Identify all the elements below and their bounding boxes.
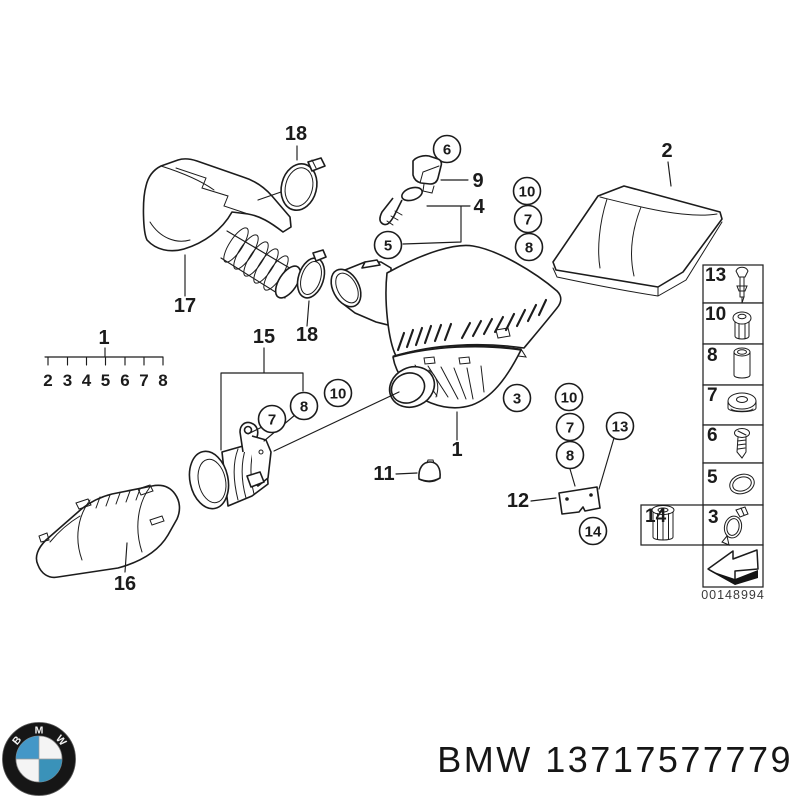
maf-group-label: 15 xyxy=(253,326,275,348)
panel-number: 13 xyxy=(705,265,726,286)
callout-number: 10 xyxy=(561,390,578,407)
vent-slots-left xyxy=(396,322,453,352)
direction-arrow-icon xyxy=(707,549,759,585)
callout-number: 5 xyxy=(384,238,392,255)
callout-number: 8 xyxy=(300,399,308,416)
fastener-panel: 13 10 8 7 6 5 3 14 xyxy=(640,264,765,602)
legend-item: 5 xyxy=(101,371,110,390)
intake-duct-drawing: 17 xyxy=(142,158,292,317)
drawing-code: 00148994 xyxy=(701,588,765,602)
legend-item: 3 xyxy=(63,371,72,390)
legend-item: 6 xyxy=(120,371,129,390)
callout-number: 13 xyxy=(612,419,629,436)
callout-number: 14 xyxy=(585,524,602,541)
callout-stack-right: 10 7 8 xyxy=(554,382,585,470)
legend-item: 4 xyxy=(82,371,92,390)
filter-label: 2 xyxy=(661,140,672,162)
callout-number: 7 xyxy=(566,420,574,437)
panel-number: 8 xyxy=(707,345,718,366)
rubber-grommet-icon xyxy=(727,392,757,413)
part-number-text: BMW 13717577779 xyxy=(437,739,793,780)
tapping-screw-icon xyxy=(734,428,750,459)
callout-number: 10 xyxy=(330,386,347,403)
housing-label: 1 xyxy=(451,439,462,461)
callout-number: 8 xyxy=(566,448,574,465)
callout-number: 7 xyxy=(268,412,276,429)
callout-circle-6: 6 xyxy=(432,134,462,164)
air-filter-drawing: 2 xyxy=(552,140,723,297)
bellows-hose-drawing xyxy=(220,227,302,299)
panel-number: 14 xyxy=(645,506,667,527)
legend-item: 7 xyxy=(139,371,148,390)
legend-tree: 1 2 3 4 5 6 7 8 xyxy=(43,327,167,390)
hose-clamp-icon xyxy=(721,506,749,546)
callout-number: 6 xyxy=(443,142,451,159)
sensor-label: 4 xyxy=(473,196,485,218)
clamp-front-label: 18 xyxy=(296,324,318,346)
probe-label: 9 xyxy=(472,170,483,192)
panel-number: 3 xyxy=(708,507,719,528)
legend-item: 8 xyxy=(158,371,167,390)
o-ring-icon xyxy=(729,473,755,495)
callout-number: 10 xyxy=(519,184,536,201)
footer: B M W BMW 13717577779 xyxy=(2,722,793,796)
panel-number: 10 xyxy=(705,304,726,325)
temp-sensor-group: 6 9 4 5 xyxy=(373,134,485,260)
roundel-quadrant-blue-br xyxy=(39,759,62,782)
bracket-label: 12 xyxy=(507,490,529,512)
hose-clamp-front-drawing: 18 xyxy=(296,249,327,346)
intake-muffler-drawing: 16 xyxy=(35,484,181,595)
callout-circle-14: 14 xyxy=(578,516,608,546)
callout-circle-8-maf: 8 xyxy=(289,391,319,421)
roundel-quadrant-blue-tl xyxy=(16,736,39,759)
expansion-rivet-icon xyxy=(735,266,749,304)
spacer-sleeve-icon xyxy=(733,347,751,379)
panel-cell-6 xyxy=(702,424,764,464)
duct-label: 17 xyxy=(174,295,196,317)
callout-number: 8 xyxy=(525,240,533,257)
pan-head-screw-icon xyxy=(732,311,752,340)
callout-circle-5: 5 xyxy=(373,230,403,260)
callout-number: 7 xyxy=(524,212,532,229)
panel-number: 5 xyxy=(707,467,718,488)
logo-letter-m: M xyxy=(35,725,44,737)
clamp-top-label: 18 xyxy=(285,123,307,145)
callout-circle-13: 13 xyxy=(605,411,635,441)
bmw-logo: B M W xyxy=(2,722,76,796)
blind-cap-drawing: 11 xyxy=(373,459,441,485)
callout-circle-3: 3 xyxy=(502,383,532,413)
legend-item: 2 xyxy=(43,371,52,390)
callout-circle-7-maf: 7 xyxy=(257,404,287,434)
vent-slots-right xyxy=(460,298,548,340)
air-cleaner-housing-drawing: 1 xyxy=(330,244,562,461)
callout-stack-top: 10 7 8 xyxy=(512,176,544,262)
muffler-label: 16 xyxy=(114,573,136,595)
cap-label: 11 xyxy=(373,463,394,485)
panel-cell-8 xyxy=(702,343,764,386)
legend-parent-label: 1 xyxy=(98,327,109,349)
callout-number: 3 xyxy=(513,391,521,408)
hose-clamp-top-drawing: 18 xyxy=(257,123,326,211)
panel-cell-14 xyxy=(640,504,704,546)
panel-number: 6 xyxy=(707,425,718,446)
rivet-nut-icon xyxy=(651,505,675,541)
bracket-group: 12 13 14 xyxy=(507,411,635,546)
callout-circle-10-maf: 10 xyxy=(323,378,353,408)
panel-cell-10 xyxy=(702,302,764,345)
maf-sensor-drawing: 15 7 8 10 xyxy=(188,326,400,510)
panel-number: 7 xyxy=(707,385,718,406)
